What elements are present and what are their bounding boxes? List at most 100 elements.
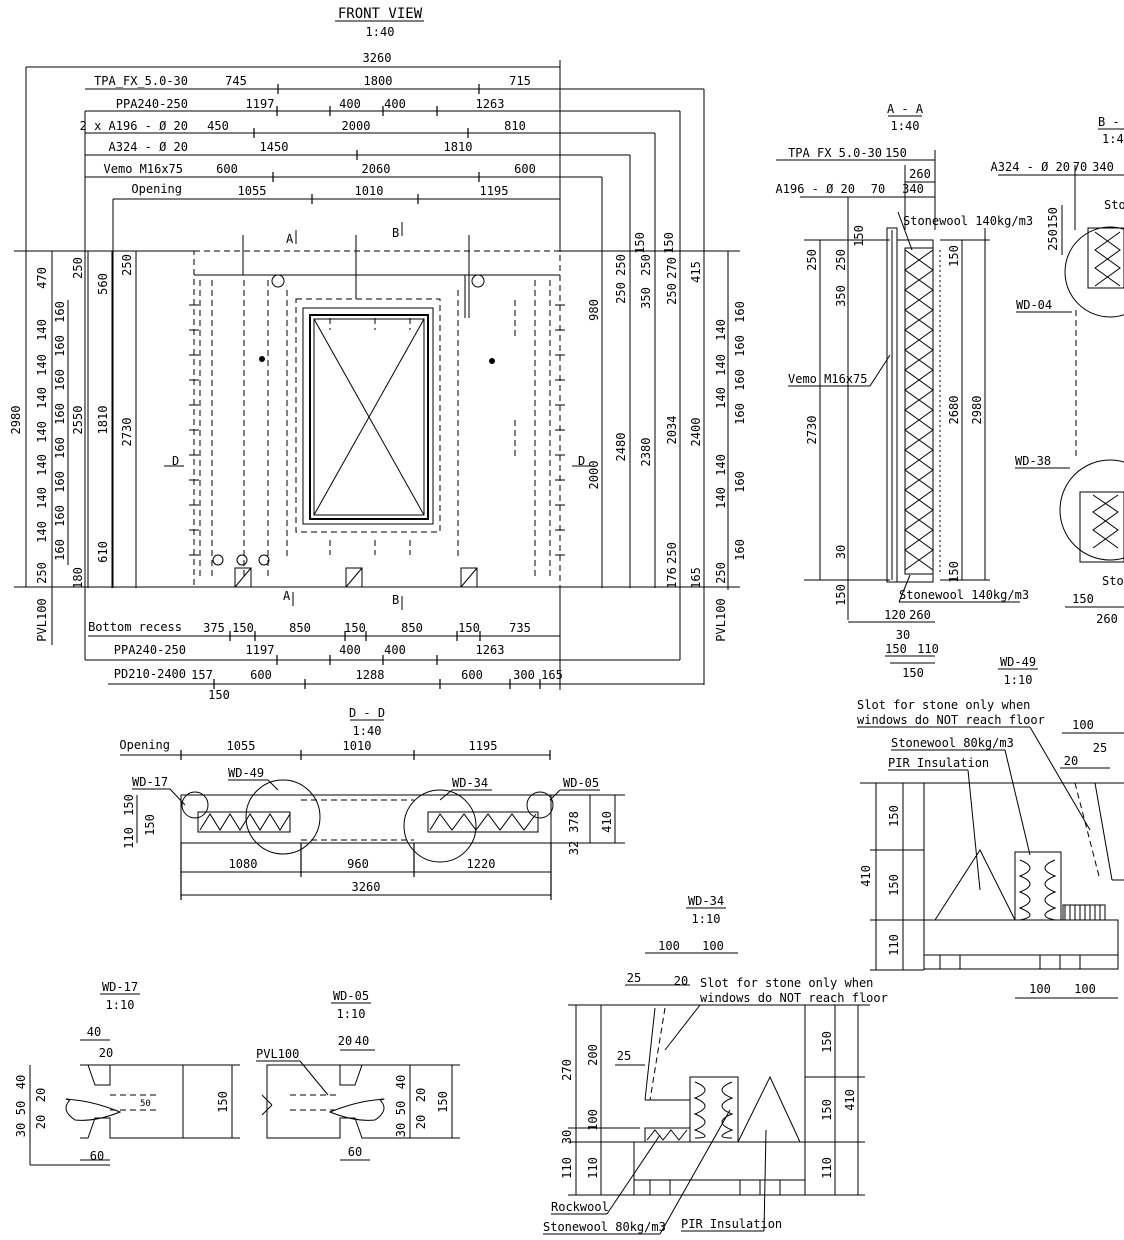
aa-label-stonewool-bottom: Stonewool 140kg/m3 bbox=[899, 588, 1029, 602]
bb-label-sto-top: Sto bbox=[1104, 198, 1124, 212]
row-tpa-v3: 715 bbox=[509, 74, 531, 88]
right-dim-140b: 140 bbox=[714, 354, 728, 376]
right-dim-160b: 160 bbox=[733, 335, 747, 357]
bottom-pd-v4: 600 bbox=[461, 668, 483, 682]
bottom-pd-v3: 1288 bbox=[356, 668, 385, 682]
detail-wd17: WD-17 1:10 40 20 50 40 50 30 20 20 60 15… bbox=[14, 980, 240, 1166]
left-dim-160a: 160 bbox=[53, 301, 67, 323]
wd05-dim-20: 20 bbox=[338, 1034, 352, 1048]
aa-bot-110: 110 bbox=[917, 642, 939, 656]
bb-bot-150: 150 bbox=[1072, 592, 1094, 606]
wd34-left-200: 200 bbox=[586, 1044, 600, 1066]
row-ppa-v3: 400 bbox=[384, 97, 406, 111]
right-pvl: PVL100 bbox=[714, 598, 728, 641]
section-mark-a-bottom: A bbox=[283, 589, 291, 603]
section-bb-scale: 1:40 bbox=[1102, 132, 1124, 146]
wd17-left-50: 50 bbox=[14, 1101, 28, 1115]
wd05-right-20b: 20 bbox=[414, 1115, 428, 1129]
bottom-pd-v1: 157 bbox=[191, 668, 213, 682]
bottom-label-ppa: PPA240-250 bbox=[114, 643, 186, 657]
left-dim-2550: 2550 bbox=[71, 406, 85, 435]
left-dim-1810: 1810 bbox=[96, 406, 110, 435]
row-opening-v3: 1195 bbox=[480, 184, 509, 198]
wd34-right-150b: 150 bbox=[820, 1099, 834, 1121]
bottom-recess-v1: 375 bbox=[203, 621, 225, 635]
row-opening-v2: 1010 bbox=[355, 184, 384, 198]
right-dim-250e: 250 bbox=[665, 542, 679, 564]
aa-left-30: 30 bbox=[834, 545, 848, 559]
section-mark-b-top: B bbox=[392, 226, 399, 240]
dd-bot-1220: 1220 bbox=[467, 857, 496, 871]
row-vemo-v3: 600 bbox=[514, 162, 536, 176]
dd-opening-v3: 1195 bbox=[469, 739, 498, 753]
aa-label-vemo: Vemo M16x75 bbox=[788, 372, 867, 386]
right-dim-980: 980 bbox=[587, 299, 601, 321]
left-dim-140b: 140 bbox=[35, 354, 49, 376]
aa-bot-260: 260 bbox=[909, 608, 931, 622]
dd-bot-3260: 3260 bbox=[352, 880, 381, 894]
wd49-left-110: 110 bbox=[887, 934, 901, 956]
aa-left-150: 150 bbox=[852, 225, 866, 247]
right-dim-160d: 160 bbox=[733, 403, 747, 425]
left-dim-250c: 250 bbox=[120, 254, 134, 276]
aa-label-tpa: TPA_FX_5.0-30 bbox=[788, 146, 882, 160]
wd05-scale: 1:10 bbox=[337, 1007, 366, 1021]
wd17-dim-50-inner: 50 bbox=[140, 1099, 151, 1109]
aa-left-2730: 2730 bbox=[805, 416, 819, 445]
aa-left-250a: 250 bbox=[805, 249, 819, 271]
dd-right-32: 32 bbox=[567, 841, 581, 855]
wd05-dim-40: 40 bbox=[355, 1034, 369, 1048]
bb-left-250: 250 bbox=[1046, 229, 1060, 251]
left-dim-560: 560 bbox=[96, 273, 110, 295]
bb-bot-260: 260 bbox=[1096, 612, 1118, 626]
dd-label-opening: Opening bbox=[119, 738, 170, 752]
aa-dim-340: 340 bbox=[902, 182, 924, 196]
aa-left-250b: 250 bbox=[834, 249, 848, 271]
bb-dim-70: 70 bbox=[1073, 160, 1087, 174]
wd17-scale: 1:10 bbox=[106, 998, 135, 1012]
right-dim-250b: 250 bbox=[614, 282, 628, 304]
bottom-recess-v5: 850 bbox=[401, 621, 423, 635]
wd49-top-25: 25 bbox=[1093, 741, 1107, 755]
left-dim-250b: 250 bbox=[71, 257, 85, 279]
dd-label-wd34: WD-34 bbox=[452, 776, 488, 790]
left-dim-140d: 140 bbox=[35, 421, 49, 443]
wd34-right-110: 110 bbox=[820, 1157, 834, 1179]
right-dim-2000: 2000 bbox=[587, 461, 601, 490]
wd17-dim-20: 20 bbox=[99, 1046, 113, 1060]
left-pvl: PVL100 bbox=[35, 598, 49, 641]
right-dim-250a: 250 bbox=[614, 254, 628, 276]
bottom-ppa-v1: 1197 bbox=[246, 643, 275, 657]
wd34-title: WD-34 bbox=[688, 894, 724, 908]
wd34-label-rockwool: Rockwool bbox=[551, 1200, 609, 1214]
aa-bot-30: 30 bbox=[896, 628, 910, 642]
section-mark-a-top: A bbox=[286, 232, 294, 246]
wd05-label-pvl: PVL100 bbox=[256, 1047, 299, 1061]
dd-bot-1080: 1080 bbox=[229, 857, 258, 871]
wd34-top-100a: 100 bbox=[658, 939, 680, 953]
right-dim-350: 350 bbox=[639, 287, 653, 309]
row-a196-v3: 810 bbox=[504, 119, 526, 133]
left-dim-160b: 160 bbox=[53, 335, 67, 357]
wd49-title: WD-49 bbox=[1000, 655, 1036, 669]
aa-label-a196: A196 - Ø 20 bbox=[776, 182, 855, 196]
row-tpa-v2: 1800 bbox=[364, 74, 393, 88]
wd05-right-150: 150 bbox=[436, 1091, 450, 1113]
left-dim-160e: 160 bbox=[53, 437, 67, 459]
aa-dim-70: 70 bbox=[871, 182, 885, 196]
right-dim-2480: 2480 bbox=[614, 433, 628, 462]
section-aa: A - A 1:40 TPA_FX_5.0-30 150 260 A196 - … bbox=[776, 102, 1034, 680]
right-dim-270: 270 bbox=[665, 257, 679, 279]
front-view-title: FRONT VIEW bbox=[338, 6, 423, 22]
wd49-label-pir: PIR Insulation bbox=[888, 756, 989, 770]
right-dim-160f: 160 bbox=[733, 539, 747, 561]
aa-left-150b: 150 bbox=[834, 584, 848, 606]
left-dim-250a: 250 bbox=[35, 562, 49, 584]
section-dd-title: D - D bbox=[349, 706, 385, 720]
wd17-left-20b: 20 bbox=[34, 1115, 48, 1129]
dd-left-150a: 150 bbox=[122, 794, 136, 816]
wd05-right-50: 50 bbox=[394, 1101, 408, 1115]
wd17-dim-40: 40 bbox=[87, 1025, 101, 1039]
wd34-label-slot2: windows do NOT reach floor bbox=[700, 991, 888, 1005]
